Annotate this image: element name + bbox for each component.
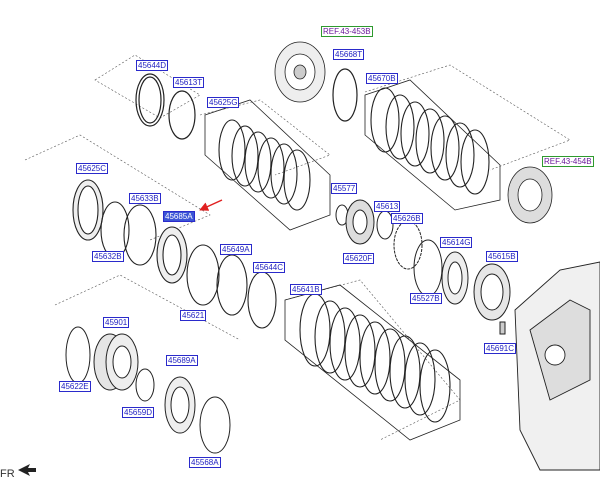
part-45649a-label[interactable]: 45649A — [220, 244, 252, 255]
transmission-case — [514, 261, 600, 471]
front-arrow-icon — [18, 464, 36, 476]
part-45613t-label[interactable]: 45613T — [173, 77, 205, 88]
part-45626b-label[interactable]: 45626B — [391, 213, 423, 224]
gear-ref-454b — [507, 166, 553, 224]
part-45659d-label[interactable]: 45659D — [122, 407, 155, 418]
pack-frames — [204, 79, 501, 441]
ref-43-453b-label[interactable]: REF.43-453B — [321, 26, 373, 37]
drum-ref-453b — [274, 41, 326, 103]
parts-center-left — [156, 226, 277, 329]
parts-bottom-center — [164, 376, 231, 454]
part-45614g-label[interactable]: 45614G — [440, 237, 473, 248]
part-45641b-label[interactable]: 45641B — [290, 284, 322, 295]
part-45577-label[interactable]: 45577 — [331, 183, 358, 194]
leader-lines — [24, 54, 571, 441]
part-45644d-label[interactable]: 45644D — [136, 60, 169, 71]
part-45615b-label[interactable]: 45615B — [486, 251, 518, 262]
part-45644c-label[interactable]: 45644C — [253, 262, 286, 273]
highlight-arrow — [199, 199, 223, 211]
part-45633b-label[interactable]: 45633B — [129, 193, 161, 204]
part-45613-label[interactable]: 45613 — [374, 201, 401, 212]
ring-45668t — [332, 68, 358, 122]
part-45621-label[interactable]: 45621 — [180, 310, 207, 321]
plates-45625g — [218, 119, 311, 211]
rings-top-left — [135, 73, 196, 140]
part-45625g-label[interactable]: 45625G — [207, 97, 240, 108]
parts-center-hub — [335, 199, 423, 270]
plates-45670b — [370, 87, 490, 195]
part-45691c-label[interactable]: 45691C — [484, 343, 517, 354]
front-indicator-text: FR — [0, 468, 15, 480]
parts-right — [413, 239, 511, 335]
part-45901-label[interactable]: 45901 — [103, 317, 130, 328]
part-45668t-label[interactable]: 45668T — [333, 49, 365, 60]
part-45625c-label[interactable]: 45625C — [76, 163, 109, 174]
part-45620f-label[interactable]: 45620F — [343, 253, 375, 264]
part-45568a-label[interactable]: 45568A — [189, 457, 221, 468]
part-45527b-label[interactable]: 45527B — [410, 293, 442, 304]
ref-43-454b-label[interactable]: REF.43-454B — [542, 156, 594, 167]
part-45632b-label[interactable]: 45632B — [92, 251, 124, 262]
part-45685a-label[interactable]: 45685A — [163, 211, 195, 222]
part-45670b-label[interactable]: 45670B — [366, 73, 398, 84]
part-45622e-label[interactable]: 45622E — [59, 381, 91, 392]
part-45689a-label[interactable]: 45689A — [166, 355, 198, 366]
